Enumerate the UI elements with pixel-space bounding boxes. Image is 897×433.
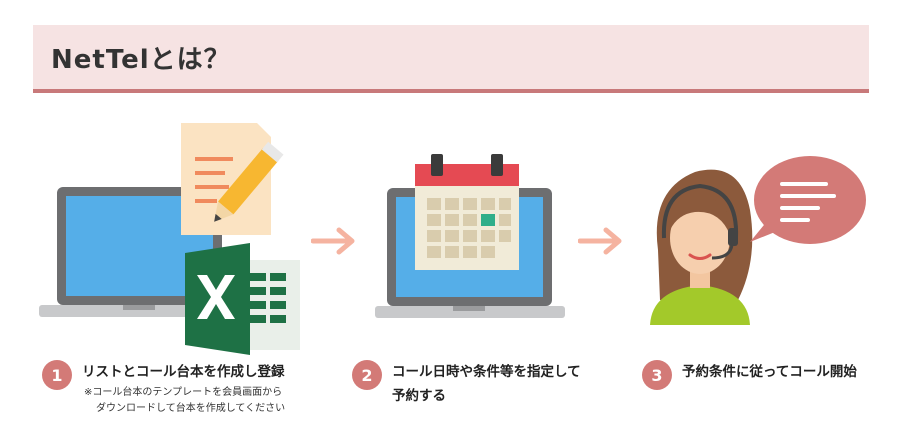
step-1-note: ※コール台本のテンプレートを会員画面から ダウンロードして台本を作成してください: [84, 385, 285, 417]
speech-bubble-icon: [750, 156, 866, 244]
arrow-right-icon: [311, 227, 355, 255]
step-label: コール日時や条件等を指定して 予約する: [392, 360, 581, 408]
step-2: 2 コール日時や条件等を指定して 予約する: [352, 360, 581, 408]
step-1: 1 リストとコール台本を作成し登録: [42, 360, 285, 390]
operator-headset-icon: [650, 169, 753, 325]
step2-illustration: [375, 154, 565, 318]
step3-illustration: [650, 156, 866, 325]
step-label-line: コール日時や条件等を指定して: [392, 364, 581, 380]
note-line: ダウンロードして台本を作成してください: [96, 403, 286, 414]
step-number-badge: 3: [642, 360, 672, 390]
step-number-badge: 2: [352, 360, 382, 390]
document-pencil-icon: [181, 123, 284, 235]
page-title: NetTelとは？: [51, 45, 231, 75]
arrow-right-icon: [578, 227, 622, 255]
step-label-line: 予約する: [392, 388, 446, 404]
step-label: 予約条件に従ってコール開始: [682, 364, 857, 380]
section-header: NetTelとは？: [33, 25, 869, 93]
step-number-badge: 1: [42, 360, 72, 390]
excel-icon: [185, 243, 300, 355]
step-3: 3 予約条件に従ってコール開始: [642, 360, 857, 390]
step-label: リストとコール台本を作成し登録: [82, 364, 285, 380]
note-line: ※コール台本のテンプレートを会員画面から: [84, 387, 283, 398]
step1-illustration: [39, 123, 300, 355]
calendar-icon: [415, 154, 519, 270]
